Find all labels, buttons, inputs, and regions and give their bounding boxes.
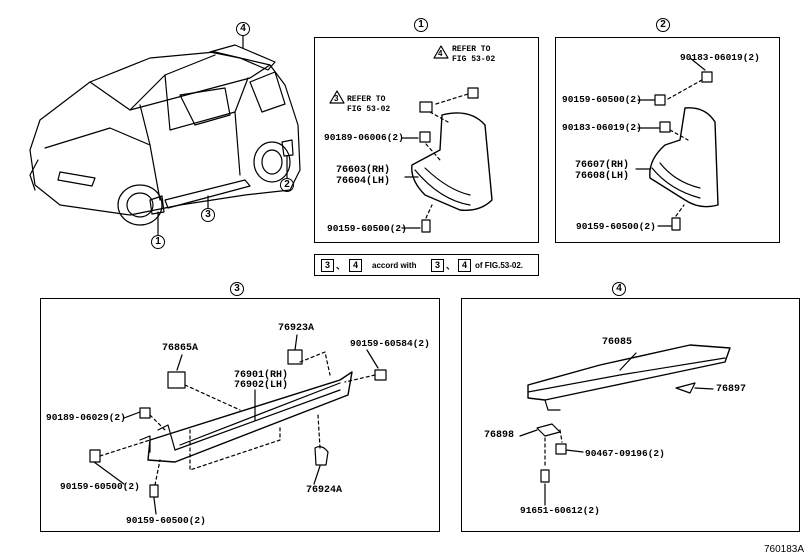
panel2-mudguard-art <box>635 57 719 231</box>
panel4-part-90467-09196: 90467-09196(2) <box>585 448 665 459</box>
panel2-part-90183-06019-a: 90183-06019(2) <box>680 52 760 63</box>
panel1-number: 1 <box>414 18 428 32</box>
panel2-part-76607: 76607(RH) <box>575 160 630 171</box>
callout-3-car: 3 <box>201 208 215 222</box>
panel1-refer3-line1: REFER TO <box>347 95 386 104</box>
panel-4 <box>461 298 800 532</box>
panel3-part-76902: 76902(LH) <box>234 380 289 391</box>
panel1-mudguard-art <box>401 87 493 233</box>
note-sep-2: 、 <box>446 261 456 271</box>
figure-code: 760183A <box>764 544 805 555</box>
panel2-number: 2 <box>656 18 670 32</box>
panel4-spoiler-art <box>519 344 731 506</box>
panel3-part-90159-60584: 90159-60584(2) <box>350 338 430 349</box>
panel4-part-91651-60612: 91651-60612(2) <box>520 505 600 516</box>
panel1-part-90159-60500: 90159-60500(2) <box>327 223 407 234</box>
panel3-part-90159-60500-b: 90159-60500(2) <box>126 515 206 526</box>
panel2-part-90159-60500-b: 90159-60500(2) <box>576 221 656 232</box>
panel4-part-76085: 76085 <box>602 337 633 348</box>
tri4-label: 4 <box>438 49 443 58</box>
panel1-part-90189-06006: 90189-06006(2) <box>324 132 404 143</box>
panel3-part-90189-06029: 90189-06029(2) <box>46 412 126 423</box>
panel3-part-76901: 76901(RH) <box>234 370 289 381</box>
callout-2-car: 2 <box>280 178 294 192</box>
car-outline <box>29 35 301 236</box>
note-text: accord with <box>372 261 417 270</box>
panel3-part-76865a: 76865A <box>162 343 199 354</box>
panel1-refer4-line1: REFER TO <box>452 45 491 54</box>
callout-1-car: 1 <box>151 235 165 249</box>
panel2-part-76608: 76608(LH) <box>575 171 630 182</box>
panel2-part-90183-06019-b: 90183-06019(2) <box>562 122 642 133</box>
panel1-refer4-line2: FIG 53-02 <box>452 55 496 64</box>
panel1-refer3-line2: FIG 53-02 <box>347 105 391 114</box>
triangle-markers <box>329 45 449 104</box>
callout-4-car: 4 <box>236 22 250 36</box>
tri3-label: 3 <box>334 94 339 103</box>
note-tri-c: 3 <box>431 259 445 272</box>
panel3-number: 3 <box>230 282 244 296</box>
panel3-part-76923a: 76923A <box>278 323 315 334</box>
panel2-part-90159-60500-a: 90159-60500(2) <box>562 94 642 105</box>
note-tri-a: 3 <box>321 259 335 272</box>
panel4-part-76898: 76898 <box>484 430 515 441</box>
panel-3 <box>40 298 440 532</box>
panel3-side-step-art <box>89 334 387 515</box>
note-sep-1: 、 <box>336 261 346 271</box>
panel4-number: 4 <box>612 282 626 296</box>
note-tri-d: 4 <box>458 259 472 272</box>
panel-1 <box>314 37 539 243</box>
panel3-part-90159-60500-a: 90159-60500(2) <box>60 481 140 492</box>
note-tri-b: 4 <box>349 259 363 272</box>
panel4-part-76897: 76897 <box>716 384 747 395</box>
panel-2 <box>555 37 780 243</box>
note-tail: of FIG.53-02. <box>475 261 524 270</box>
panel3-part-76924a: 76924A <box>306 485 343 496</box>
panel1-part-76604: 76604(LH) <box>336 176 391 187</box>
panel1-part-76603: 76603(RH) <box>336 165 391 176</box>
note-box: 3 、 4 accord with 3 、 4 of FIG.53-02. <box>314 254 539 276</box>
